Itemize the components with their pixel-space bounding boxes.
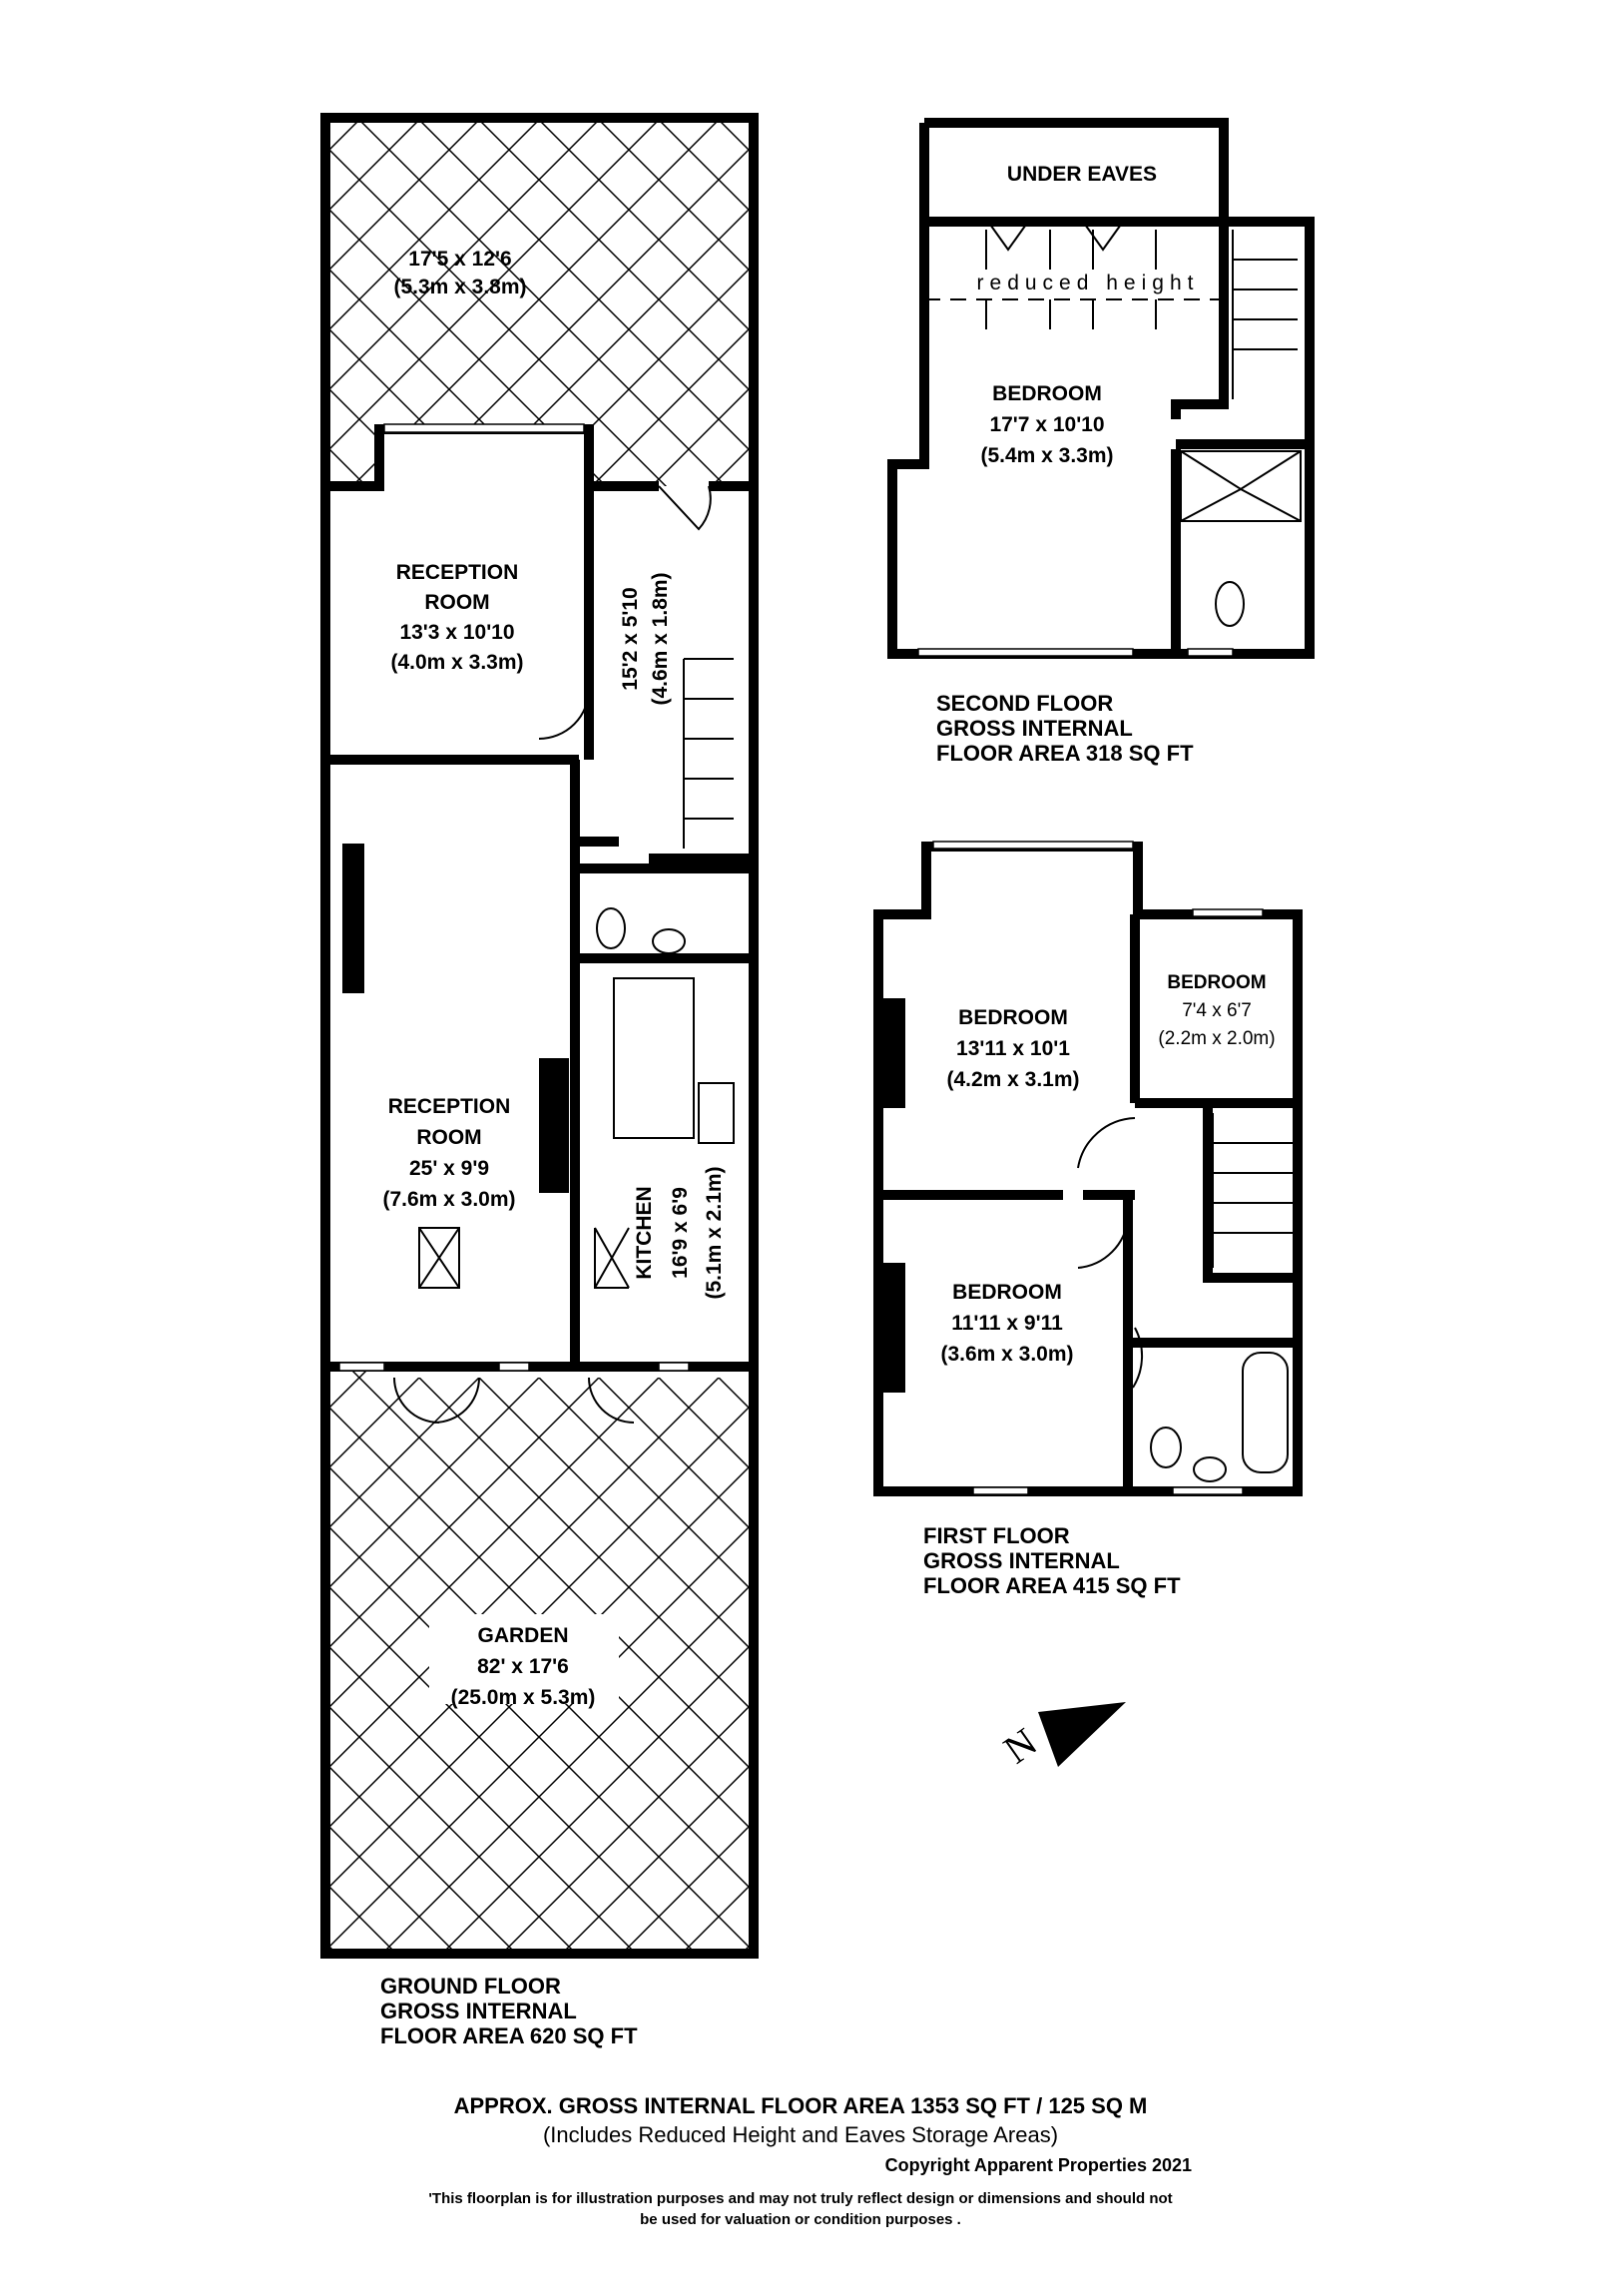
- garden-dims-metric: (25.0m x 5.3m): [451, 1686, 596, 1709]
- under-eaves-label: UNDER EAVES: [1007, 163, 1157, 186]
- ground-floor-label-1: GROUND FLOOR: [380, 1974, 561, 1999]
- ff-bedroom-front-dims-metric: (4.2m x 3.1m): [946, 1068, 1079, 1091]
- hallway-dims-imperial: 15'2 x 5'10: [619, 587, 642, 690]
- garden-name: GARDEN: [477, 1624, 568, 1647]
- first-floor-label-3: FLOOR AREA 415 SQ FT: [923, 1573, 1181, 1598]
- total-area: APPROX. GROSS INTERNAL FLOOR AREA 1353 S…: [454, 2093, 1148, 2118]
- first-floor-plan: BEDROOM 13'11 x 10'1 (4.2m x 3.1m) BEDRO…: [873, 841, 1303, 1598]
- ff-bedroom-rear-dims-imperial: 11'11 x 9'11: [951, 1312, 1063, 1335]
- ff-bedroom-small-dims-metric: (2.2m x 2.0m): [1158, 1028, 1275, 1049]
- ground-floor-label-3: FLOOR AREA 620 SQ FT: [380, 2023, 638, 2048]
- garden-dims-imperial: 82' x 17'6: [477, 1655, 569, 1678]
- ff-bedroom-small-dims-imperial: 7'4 x 6'7: [1182, 1000, 1252, 1021]
- first-floor-label-2: GROSS INTERNAL: [923, 1548, 1120, 1573]
- disclaimer-line-2: be used for valuation or condition purpo…: [640, 2211, 961, 2228]
- disclaimer-line-1: 'This floorplan is for illustration purp…: [428, 2190, 1172, 2207]
- second-floor-plan: UNDER EAVES reduced height BEDROOM 17'7 …: [887, 118, 1315, 766]
- patio-dims-imperial: 17'5 x 12'6: [408, 248, 511, 271]
- ff-bedroom-front-name: BEDROOM: [958, 1006, 1068, 1029]
- includes-note: (Includes Reduced Height and Eaves Stora…: [543, 2122, 1058, 2147]
- reception-front-name-2: ROOM: [424, 591, 489, 614]
- reception-rear-name-2: ROOM: [416, 1126, 481, 1149]
- ff-bedroom-front-dims-imperial: 13'11 x 10'1: [956, 1037, 1070, 1060]
- hallway-dims-metric: (4.6m x 1.8m): [649, 572, 672, 705]
- north-arrow-icon: N: [995, 1702, 1126, 1772]
- patio-dims-metric: (5.3m x 3.8m): [393, 276, 526, 298]
- kitchen-name: KITCHEN: [633, 1186, 656, 1279]
- kitchen-dims-metric: (5.1m x 2.1m): [703, 1166, 726, 1299]
- reception-front-name-1: RECEPTION: [396, 561, 519, 584]
- second-floor-label-3: FLOOR AREA 318 SQ FT: [936, 741, 1194, 766]
- ff-bedroom-rear-name: BEDROOM: [952, 1281, 1062, 1304]
- reception-rear-dims-imperial: 25' x 9'9: [409, 1157, 489, 1180]
- sf-bedroom-dims-metric: (5.4m x 3.3m): [980, 444, 1113, 467]
- reception-front-dims-imperial: 13'3 x 10'10: [399, 621, 514, 644]
- reception-front-dims-metric: (4.0m x 3.3m): [390, 651, 523, 674]
- reception-rear-dims-metric: (7.6m x 3.0m): [382, 1188, 515, 1211]
- sf-bedroom-name: BEDROOM: [992, 382, 1102, 405]
- compass-letter: N: [995, 1719, 1044, 1772]
- reception-rear-name-1: RECEPTION: [388, 1095, 511, 1118]
- second-floor-label-1: SECOND FLOOR: [936, 691, 1113, 716]
- ground-floor-plan: 17'5 x 12'6 (5.3m x 3.8m) RECEPTION ROOM…: [320, 113, 759, 2048]
- first-floor-label-1: FIRST FLOOR: [923, 1523, 1070, 1548]
- sf-bedroom-dims-imperial: 17'7 x 10'10: [989, 413, 1104, 436]
- kitchen-dims-imperial: 16'9 x 6'9: [669, 1187, 692, 1279]
- ff-bedroom-small-name: BEDROOM: [1167, 972, 1266, 993]
- ground-floor-label-2: GROSS INTERNAL: [380, 1999, 577, 2023]
- copyright: Copyright Apparent Properties 2021: [885, 2155, 1192, 2175]
- second-floor-label-2: GROSS INTERNAL: [936, 716, 1133, 741]
- reduced-height-label: reduced height: [977, 272, 1200, 294]
- ff-bedroom-rear-dims-metric: (3.6m x 3.0m): [940, 1343, 1073, 1366]
